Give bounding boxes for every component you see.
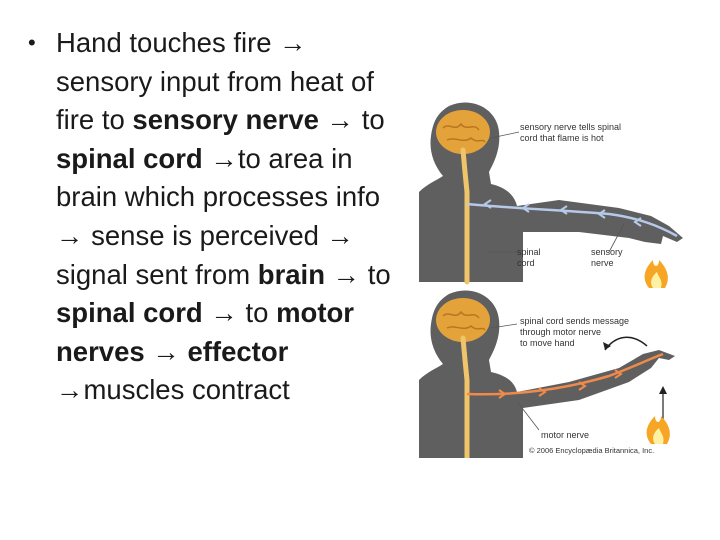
top-brain [436, 110, 490, 154]
top-panel [419, 102, 683, 288]
sensory-nerve-label-line2: nerve [591, 258, 614, 268]
bottom-caption-line3: to move hand [520, 338, 575, 348]
top-sensory-nerve [466, 202, 678, 238]
bold-term: effector [187, 335, 289, 367]
bottom-panel [419, 290, 675, 458]
text-segment: → to [325, 258, 391, 290]
reflex-description: Hand touches fire → sensory input from h… [56, 24, 408, 410]
reflex-figure-svg: sensory nerve tells spinal cord that fla… [419, 92, 691, 458]
spinal-cord-label-line1: spinal [517, 247, 541, 257]
spinal-cord-label-line2: cord [517, 258, 535, 268]
bottom-caption-line1: spinal cord sends message [520, 316, 629, 326]
text-segment: →muscles contract [56, 374, 290, 406]
bottom-brain [436, 298, 490, 342]
bold-term: brain [257, 258, 325, 290]
bold-term: spinal cord [56, 142, 203, 174]
copyright-notice: © 2006 Encyclopædia Britannica, Inc. [529, 446, 654, 455]
bullet-marker: • [28, 30, 36, 55]
text-segment: →to area in brain which processes info →… [56, 142, 381, 290]
bottom-caption-line2: through motor nerve [520, 327, 601, 337]
top-caption-line1: sensory nerve tells spinal [520, 122, 621, 132]
text-segment: Hand touches fire → sensory input from h… [56, 27, 374, 136]
bold-term: motor nerves [56, 297, 354, 367]
text-segment: → to [318, 104, 385, 136]
text-segment: → to [202, 297, 277, 329]
bottom-spinal-cord [460, 335, 470, 458]
top-caption-line2: cord that flame is hot [520, 133, 604, 143]
top-body-silhouette [419, 102, 683, 282]
bold-term: spinal cord [56, 297, 203, 329]
text-segment: → [144, 335, 188, 367]
bold-term: sensory nerve [132, 104, 319, 136]
sensory-nerve-label-line1: sensory [591, 247, 623, 257]
motor-nerve-label: motor nerve [541, 430, 589, 440]
slide-text: • Hand touches fire → sensory input from… [28, 24, 408, 410]
top-spinal-cord [460, 147, 470, 285]
reflex-arc-illustration: sensory nerve tells spinal cord that fla… [419, 92, 691, 458]
